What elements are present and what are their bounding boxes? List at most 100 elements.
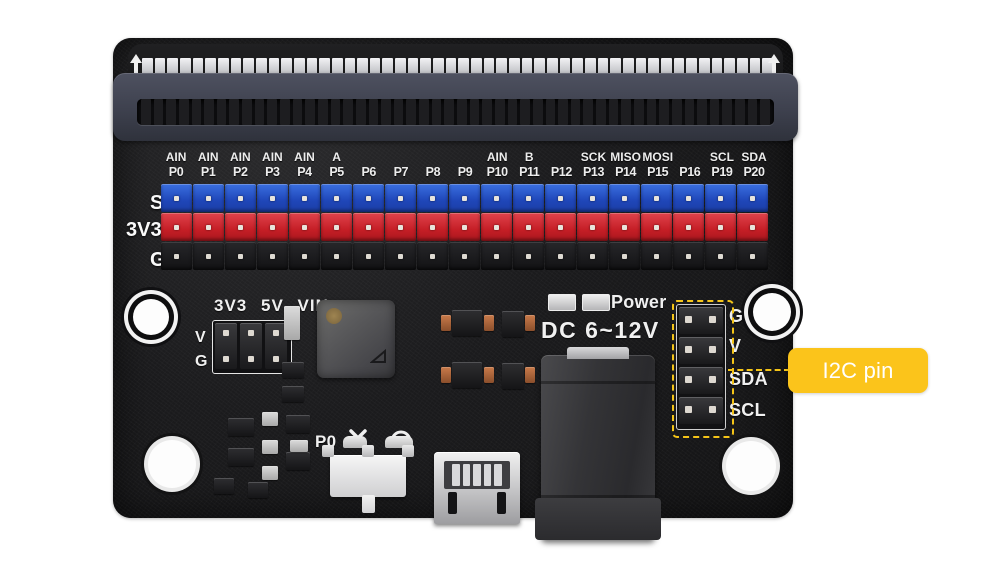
gpio-pin-socket[interactable] [544, 213, 576, 241]
gpio-pin-socket[interactable] [736, 242, 768, 270]
switch-actuator[interactable] [362, 495, 375, 513]
gpio-pin-socket[interactable] [608, 213, 640, 241]
gpio-pin-socket[interactable] [160, 184, 192, 212]
gpio-pin-socket[interactable] [704, 184, 736, 212]
gpio-pin-socket[interactable] [320, 213, 352, 241]
smd-resistor-3 [286, 415, 310, 433]
smd-ic-2 [452, 362, 482, 388]
i2c-pin-g[interactable] [679, 307, 723, 334]
gpio-pin-socket[interactable] [256, 184, 288, 212]
gpio-pin-socket[interactable] [288, 242, 320, 270]
smd-pad-6 [525, 367, 535, 383]
gpio-pin-socket[interactable] [576, 242, 608, 270]
gpio-pin-socket[interactable] [352, 184, 384, 212]
gpio-pin-socket[interactable] [544, 184, 576, 212]
gpio-pin-socket[interactable] [224, 213, 256, 241]
gpio-pin-socket[interactable] [640, 213, 672, 241]
gpio-pin-socket[interactable] [288, 213, 320, 241]
gpio-pin-socket[interactable] [384, 242, 416, 270]
gpio-pin-socket[interactable] [448, 184, 480, 212]
pin-function-label: SDA [741, 150, 767, 164]
gpio-pin-socket[interactable] [256, 242, 288, 270]
mounting-hole-bottom-left [148, 440, 196, 488]
gpio-pin-socket[interactable] [192, 184, 224, 212]
gpio-pin-socket[interactable] [416, 213, 448, 241]
gpio-pin-socket[interactable] [512, 242, 544, 270]
gpio-pin-socket[interactable] [224, 184, 256, 212]
led-indicator-1 [548, 294, 576, 311]
gpio-pin-socket[interactable] [480, 184, 512, 212]
power-inductor [317, 300, 395, 378]
dc-barrel-jack[interactable] [535, 347, 661, 540]
gpio-pin-socket[interactable] [352, 213, 384, 241]
gpio-pin-socket[interactable] [384, 184, 416, 212]
pin-row-signal [160, 184, 768, 212]
pin-number-label: P2 [233, 165, 248, 179]
gpio-pin-socket[interactable] [640, 242, 672, 270]
gpio-pin-socket[interactable] [256, 213, 288, 241]
smd-cap-4 [290, 440, 308, 452]
gpio-pin-socket[interactable] [160, 242, 192, 270]
gpio-pin-socket[interactable] [320, 242, 352, 270]
gpio-pin-socket[interactable] [736, 213, 768, 241]
pin-function-label [417, 150, 449, 165]
gpio-pin-socket[interactable] [608, 242, 640, 270]
gpio-pin-socket[interactable] [544, 242, 576, 270]
pin-function-label: SCK [580, 150, 607, 164]
gpio-pin-socket[interactable] [416, 242, 448, 270]
gpio-pin-socket[interactable] [672, 184, 704, 212]
pin-function-label: AIN [294, 150, 315, 164]
gpio-pin-socket[interactable] [576, 184, 608, 212]
gpio-pin-socket[interactable] [384, 213, 416, 241]
pin-function-label: SCL [709, 150, 734, 164]
pin-function-label [385, 150, 417, 165]
gpio-pin-socket[interactable] [512, 184, 544, 212]
power-pin-header[interactable] [212, 320, 292, 374]
gpio-pin-socket[interactable] [480, 213, 512, 241]
i2c-pin-v[interactable] [679, 337, 723, 364]
smd-resistor-6 [248, 482, 268, 498]
power-pin-3v3[interactable] [215, 323, 237, 369]
gpio-pin-socket[interactable] [448, 242, 480, 270]
gpio-pin-socket[interactable] [288, 184, 320, 212]
i2c-highlight-box [672, 300, 734, 438]
pin-function-label: AIN [197, 150, 219, 164]
gpio-pin-socket[interactable] [672, 213, 704, 241]
row-label-3v3: 3V3 [126, 219, 162, 241]
i2c-pin-sda[interactable] [679, 367, 723, 394]
gpio-pin-socket[interactable] [640, 184, 672, 212]
i2c-pin-scl[interactable] [679, 397, 723, 424]
audio-mode-switch[interactable] [322, 445, 414, 513]
gpio-pin-socket[interactable] [704, 213, 736, 241]
power-header-3v3-label: 3V3 [214, 296, 248, 315]
power-pin-5v[interactable] [240, 323, 262, 369]
gpio-pin-socket[interactable] [480, 242, 512, 270]
gpio-pin-socket[interactable] [224, 242, 256, 270]
micro-usb-port[interactable] [434, 452, 520, 524]
gpio-pin-socket[interactable] [192, 213, 224, 241]
gpio-pin-socket[interactable] [352, 242, 384, 270]
switch-lugs [322, 445, 414, 457]
gpio-pin-socket[interactable] [320, 184, 352, 212]
power-silk-label: Power [611, 292, 667, 312]
gpio-pin-socket[interactable] [160, 213, 192, 241]
dc-input-label: DC 6~12V [541, 317, 660, 343]
gpio-pin-socket[interactable] [672, 242, 704, 270]
smd-cap-3 [262, 466, 278, 480]
gpio-pin-socket[interactable] [704, 242, 736, 270]
gpio-pin-socket[interactable] [576, 213, 608, 241]
i2c-label-scl: SCL [729, 400, 766, 420]
gpio-pin-socket[interactable] [448, 213, 480, 241]
gpio-pin-socket[interactable] [736, 184, 768, 212]
i2c-label-sda: SDA [729, 369, 768, 389]
gpio-pin-socket[interactable] [416, 184, 448, 212]
i2c-pin-header[interactable] [676, 304, 726, 430]
gpio-pin-socket[interactable] [192, 242, 224, 270]
power-pin-vin[interactable] [265, 323, 287, 369]
gpio-pin-socket[interactable] [608, 184, 640, 212]
usb-notch-left [448, 492, 457, 514]
gpio-pin-socket[interactable] [512, 213, 544, 241]
pin-row-ground [160, 242, 768, 270]
